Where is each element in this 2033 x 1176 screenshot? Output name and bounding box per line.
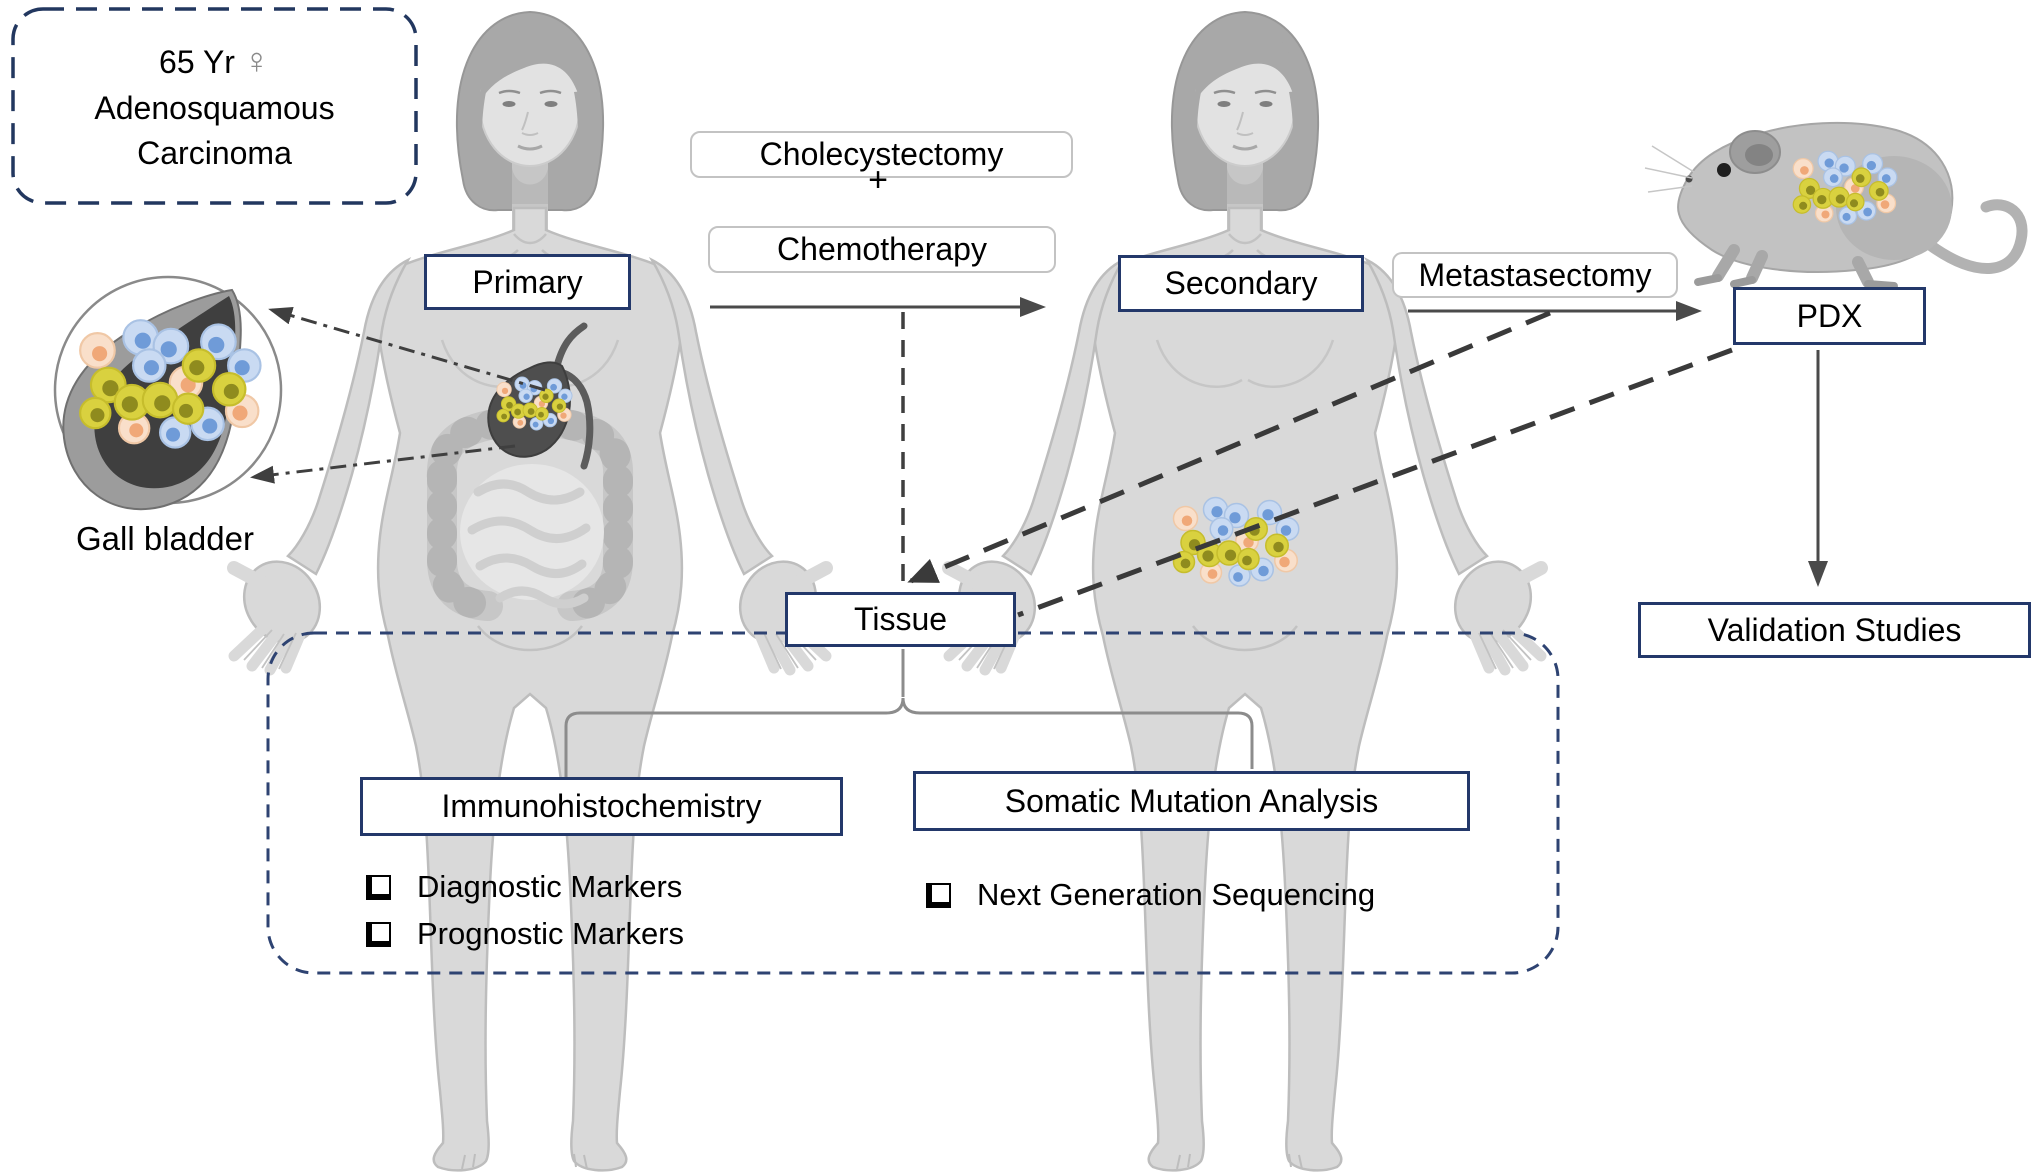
metastasectomy-box: Metastasectomy: [1392, 252, 1678, 298]
patient-diagnosis-line2: Carcinoma: [137, 135, 292, 172]
immunohistochemistry-box: Immunohistochemistry: [360, 777, 843, 836]
dashed-line-secondary-to-tissue: [907, 310, 1551, 584]
checklist-item-label: Diagnostic Markers: [417, 869, 683, 904]
patient-info-box: 65 Yr♀ Adenosquamous Carcinoma: [13, 9, 416, 203]
patient-diagnosis-line1: Adenosquamous: [94, 90, 335, 127]
checkbox-icon: [366, 921, 391, 947]
checkbox-icon: [926, 882, 951, 908]
patient-age-line: 65 Yr♀: [159, 36, 270, 86]
chemotherapy-box: Chemotherapy: [708, 226, 1056, 273]
cholecystectomy-box: Cholecystectomy: [690, 131, 1073, 178]
somatic-mutation-analysis-box: Somatic Mutation Analysis: [913, 771, 1470, 831]
checklist-item-prognostic-markers: Prognostic Markers: [366, 915, 684, 953]
pdx-label-box: PDX: [1733, 287, 1926, 345]
female-venus-symbol: ♀: [242, 40, 270, 81]
gall-bladder-zoom-circle: [53, 275, 283, 511]
callout-arrow-upper: [268, 306, 546, 392]
primary-tumor-label-box: Primary: [424, 254, 631, 310]
plus-sign: +: [868, 160, 888, 199]
gall-bladder-label: Gall bladder: [76, 520, 254, 557]
dashed-line-tissue-to-pdx: [1017, 347, 1733, 618]
secondary-tumor-label-box: Secondary: [1118, 255, 1364, 312]
tissue-brace: [564, 649, 1254, 779]
checkbox-icon: [366, 874, 391, 900]
patient-info-dashed-border: [11, 7, 418, 205]
mouse-eye: [1717, 163, 1731, 177]
tissue-label-box: Tissue: [785, 592, 1016, 647]
checklist-item-diagnostic-markers: Diagnostic Markers: [366, 868, 682, 906]
checklist-item-label: Next Generation Sequencing: [977, 877, 1376, 912]
woman-figure-secondary: [944, 12, 1546, 1170]
mouse-illustration: [1644, 121, 2028, 290]
gall-bladder-organ: [487, 322, 594, 470]
patient-age: 65 Yr: [159, 44, 235, 80]
callout-arrow-lower: [250, 444, 516, 484]
checklist-item-next-generation-sequencing: Next Generation Sequencing: [926, 876, 1375, 914]
checklist-item-label: Prognostic Markers: [417, 916, 685, 951]
validation-studies-box: Validation Studies: [1638, 602, 2031, 658]
